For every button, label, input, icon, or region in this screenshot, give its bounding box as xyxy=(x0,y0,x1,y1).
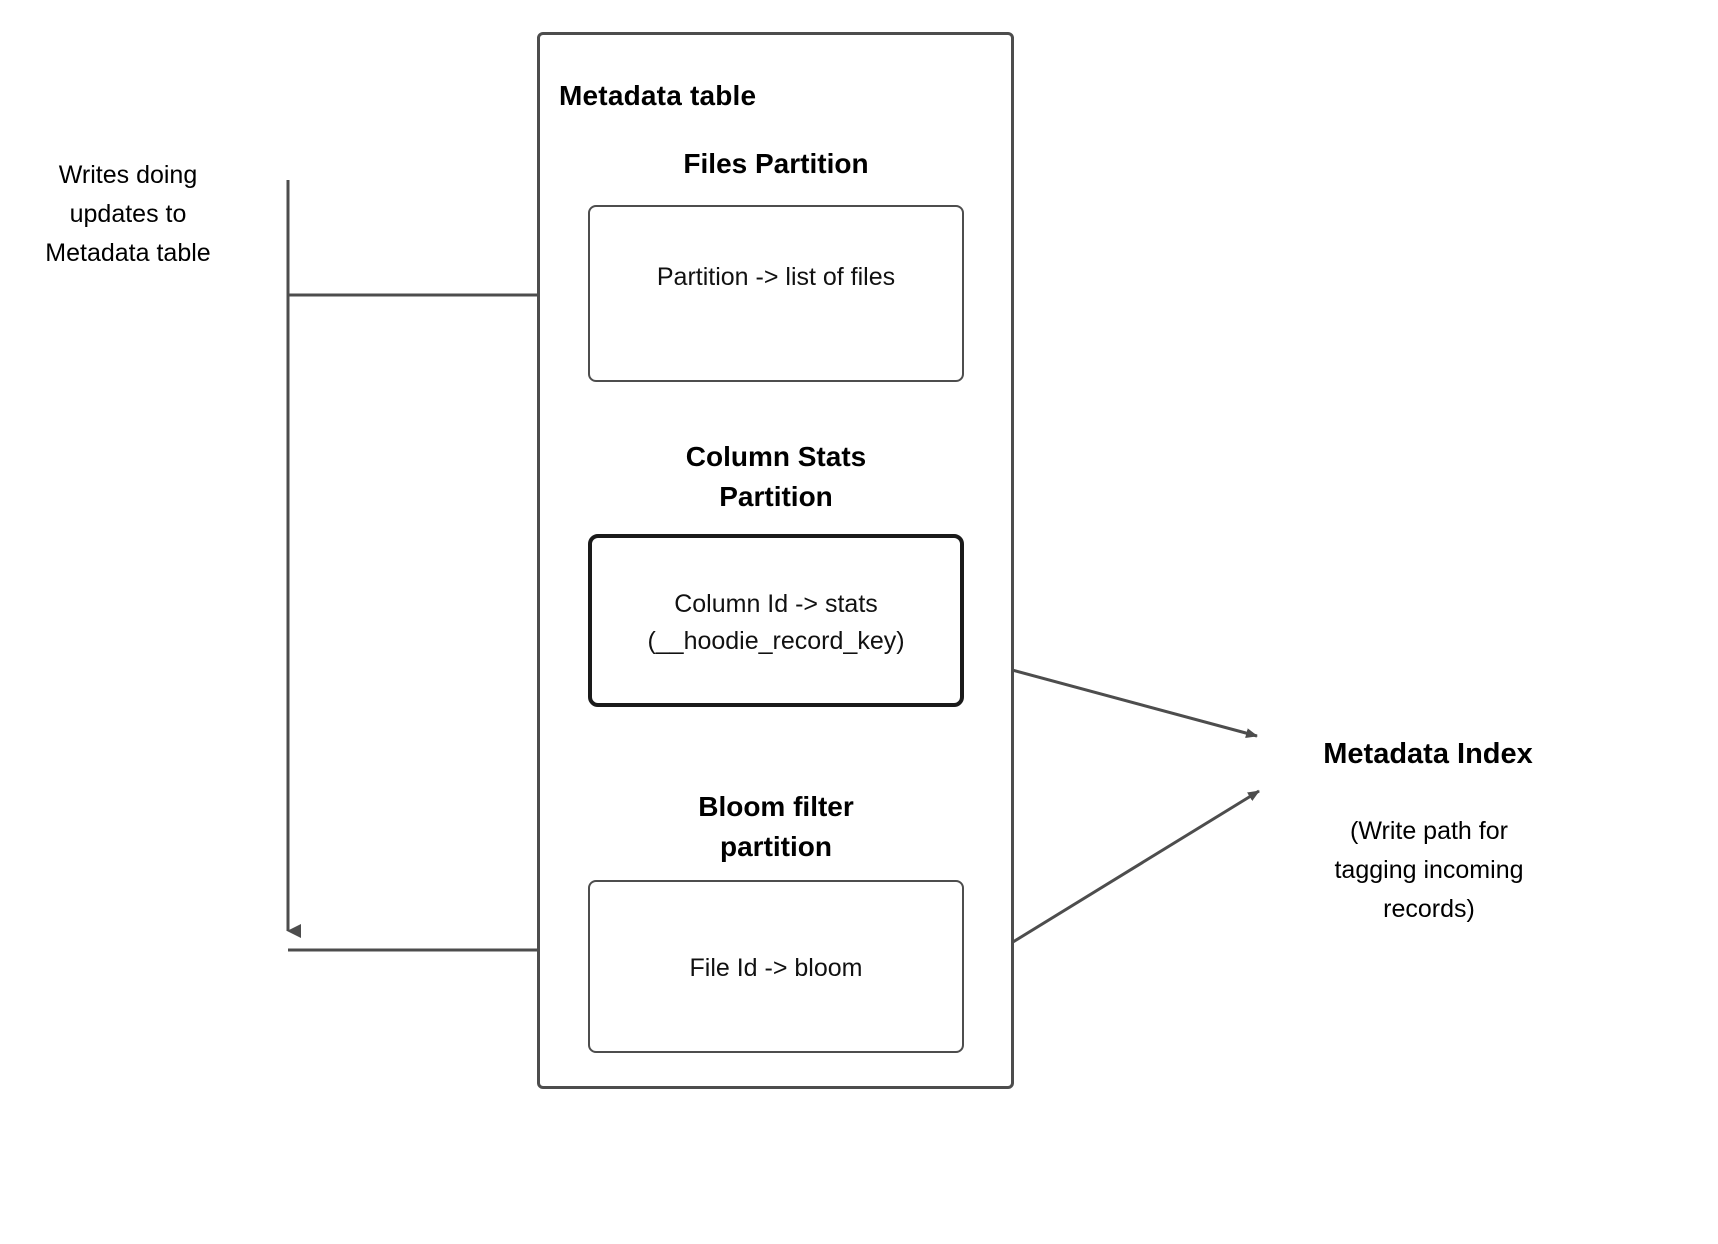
metadata-index-note: (Write path for tagging incoming records… xyxy=(1334,817,1524,923)
column-stats-partition-box: Column Id -> stats (__hoodie_record_key) xyxy=(588,534,964,707)
writes-annotation-label: Writes doing updates to Metadata table xyxy=(45,161,211,267)
column-stats-partition-box-text: Column Id -> stats (__hoodie_record_key) xyxy=(647,590,905,655)
files-partition-box-text: Partition -> list of files xyxy=(656,263,896,291)
files-partition-heading: Files Partition xyxy=(683,148,869,179)
bloom-filter-partition-heading: Bloom filter partition xyxy=(698,791,854,862)
metadata-index-title: Metadata Index xyxy=(1323,738,1533,770)
bloom-filter-partition-box: File Id -> bloom xyxy=(588,880,964,1053)
bloom-filter-partition-box-text: File Id -> bloom xyxy=(689,954,863,982)
metadata-table-title: Metadata table xyxy=(559,80,757,111)
column-stats-partition-heading: Column Stats Partition xyxy=(685,441,867,512)
files-partition-box: Partition -> list of files xyxy=(588,205,964,382)
